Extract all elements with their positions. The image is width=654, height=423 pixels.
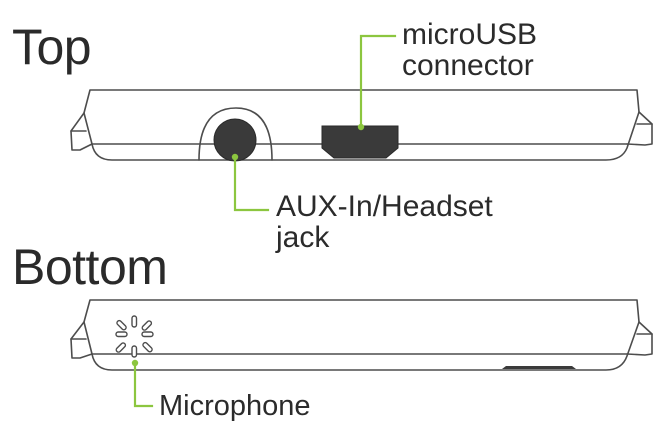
aux-jack-bezel bbox=[198, 107, 273, 161]
top-heading: Top bbox=[12, 19, 92, 75]
microphone-label: Microphone bbox=[159, 390, 311, 422]
microusb-leader-line bbox=[359, 34, 397, 129]
microphone-leader-dot bbox=[131, 359, 139, 367]
bottom-heading: Bottom bbox=[12, 239, 168, 295]
bottom-device-body bbox=[83, 299, 640, 371]
aux-callout: AUX-In/Headset jack bbox=[276, 191, 493, 253]
microusb-label-line2: connector bbox=[402, 49, 534, 82]
microusb-leader-dot bbox=[357, 123, 365, 131]
bottom-device-right-flare bbox=[626, 321, 653, 356]
top-device-body bbox=[83, 89, 640, 161]
bottom-device-left-flare bbox=[70, 321, 93, 359]
aux-label-line1: AUX-In/Headset bbox=[276, 190, 493, 223]
microphone-leader-line bbox=[133, 360, 154, 408]
bottom-slot bbox=[502, 366, 576, 369]
microusb-callout: microUSB connector bbox=[402, 19, 537, 81]
aux-label-line2: jack bbox=[276, 221, 330, 254]
bottom-device-view bbox=[70, 299, 653, 371]
microphone-callout: Microphone bbox=[159, 391, 311, 422]
top-device-left-flare bbox=[70, 112, 93, 151]
microphone-holes-icon bbox=[115, 315, 154, 358]
microusb-port-icon bbox=[321, 125, 399, 159]
aux-leader-dot bbox=[231, 153, 239, 161]
top-device-right-flare bbox=[626, 111, 653, 146]
top-device-view bbox=[70, 89, 653, 161]
microusb-label-line1: microUSB bbox=[402, 18, 538, 51]
top-leader-lines bbox=[233, 34, 397, 212]
aux-leader-line bbox=[233, 156, 270, 212]
